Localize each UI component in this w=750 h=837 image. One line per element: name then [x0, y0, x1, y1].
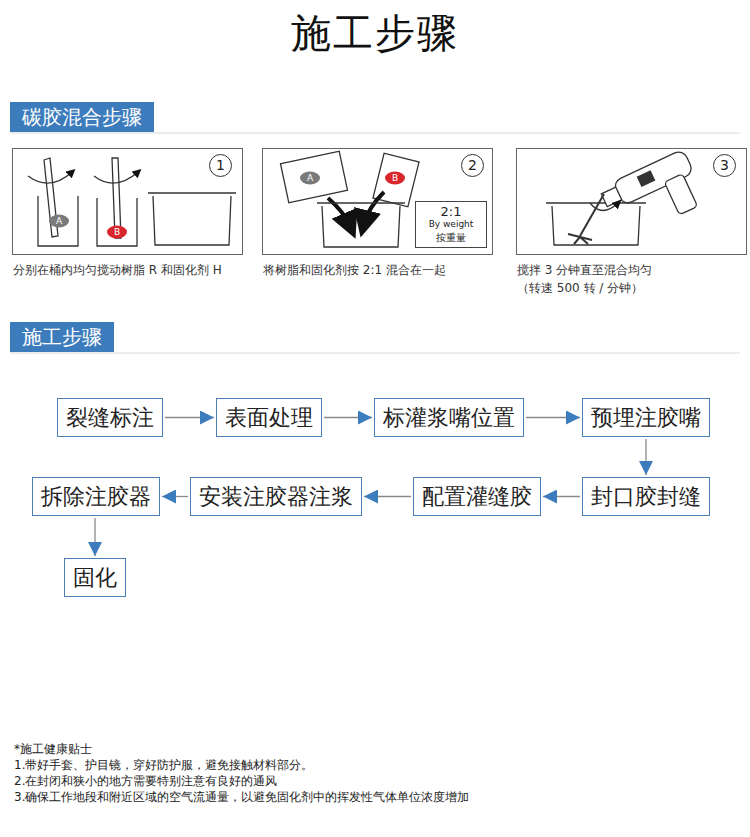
- note-heading: *施工健康贴士: [14, 742, 92, 757]
- section-header: 施工步骤: [10, 322, 114, 352]
- process-box: 预埋注胶嘴: [582, 398, 710, 437]
- process-box: 裂缝标注: [57, 398, 163, 437]
- bucket-label: A: [49, 215, 69, 228]
- node-text: 碳胶混合步骤: [22, 105, 142, 129]
- flow-arrow: [543, 496, 580, 497]
- process-box: 拆除注胶器: [32, 477, 160, 516]
- flow-arrow: [364, 496, 411, 497]
- bucket-a: [28, 158, 78, 246]
- note-text: 3.确保工作地段和附近区域的空气流通量，以避免固化剂中的挥发性气体单位浓度增加: [14, 790, 469, 805]
- node-text: 封口胶封缝: [591, 483, 701, 510]
- flow-arrow: [94, 518, 95, 556]
- node-text: 标灌浆嘴位置: [383, 404, 515, 431]
- process-box: 标灌浆嘴位置: [374, 398, 524, 437]
- node-text: 固化: [73, 564, 117, 591]
- step-panel: 搅拌 3 分钟直至混合均匀 （转速 500 转 / 分钟）3: [516, 148, 747, 255]
- node-text: 施工步骤: [22, 325, 102, 349]
- divider-line: [10, 353, 740, 354]
- node-text: 按重量: [416, 231, 486, 244]
- section-header: 碳胶混合步骤: [10, 102, 154, 132]
- bucket-label: B: [107, 226, 127, 239]
- step-number: 2: [461, 154, 484, 177]
- node-text: By weight: [416, 218, 486, 231]
- note-text: 2.在封闭和狭小的地方需要特别注意有良好的通风: [14, 774, 277, 789]
- flow-arrow: [645, 439, 646, 475]
- step-number: 1: [209, 154, 232, 177]
- divider-line: [10, 133, 740, 134]
- process-box: 表面处理: [216, 398, 322, 437]
- step-caption: 搅拌 3 分钟直至混合均匀 （转速 500 转 / 分钟）: [517, 261, 677, 297]
- node-text: 3: [714, 155, 735, 176]
- process-box: 配置灌缝胶: [413, 477, 541, 516]
- node-text: 2:1: [416, 205, 486, 218]
- drill-mixer: [546, 149, 708, 245]
- mixing-pot: [148, 193, 236, 245]
- node-text: 预埋注胶嘴: [591, 404, 701, 431]
- node-text: 安装注胶器注浆: [199, 483, 353, 510]
- bags: [280, 151, 419, 247]
- ratio-box: 2:1By weight按重量: [415, 201, 487, 248]
- flow-arrow: [165, 417, 214, 418]
- node-text: 裂缝标注: [66, 404, 154, 431]
- flow-arrow: [324, 417, 372, 418]
- node-text: 1: [210, 155, 231, 176]
- node-text: 配置灌缝胶: [422, 483, 532, 510]
- page-title: 施工步骤: [0, 6, 750, 61]
- node-text: 表面处理: [225, 404, 313, 431]
- bag-label: A: [300, 172, 320, 185]
- process-box: 封口胶封缝: [582, 477, 710, 516]
- step-panel: 将树脂和固化剂按 2:1 混合在一起22:1By weight按重量: [262, 148, 493, 255]
- process-box: 安装注胶器注浆: [190, 477, 362, 516]
- flow-arrow: [526, 417, 580, 418]
- step-number: 3: [713, 154, 736, 177]
- node-text: 2: [462, 155, 483, 176]
- node-text: 拆除注胶器: [41, 483, 151, 510]
- step-panel: 分别在桶内均匀搅动树脂 R 和固化剂 H1: [12, 148, 243, 255]
- bucket-b: [94, 158, 138, 246]
- process-box: 固化: [64, 558, 126, 597]
- note-text: 1.带好手套、护目镜，穿好防护服，避免接触材料部分。: [14, 758, 313, 773]
- flow-arrow: [162, 496, 188, 497]
- bag-label: B: [385, 172, 405, 185]
